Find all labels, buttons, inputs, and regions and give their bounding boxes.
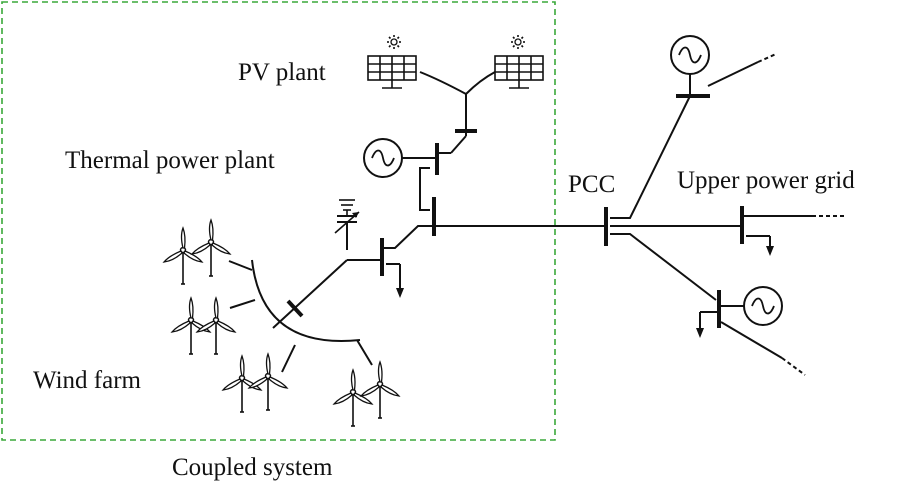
coupled-system-boundary [1, 1, 556, 441]
wind-turbine-icon [360, 361, 400, 419]
thermal-plant-label: Thermal power plant [65, 147, 275, 174]
wind-turbine-icon [163, 227, 203, 285]
capacitor-icon [334, 199, 360, 250]
sun-icon [510, 34, 526, 50]
pcc-label: PCC [568, 171, 615, 198]
solar-panel-icon [367, 55, 417, 89]
wind-turbine-icon [191, 219, 231, 277]
load-arrow-icon [696, 328, 704, 338]
solar-panel-icon [494, 55, 544, 89]
pv-plant [367, 34, 544, 154]
wind-farm-label: Wind farm [33, 367, 142, 394]
generator-icon [363, 138, 403, 178]
wind-turbine-icon [333, 369, 373, 427]
load-arrow-icon [766, 246, 774, 256]
coupled-system-label: Coupled system [172, 454, 333, 481]
wind-turbine-icon [248, 353, 288, 411]
load-arrow-icon [396, 288, 404, 298]
wind-collector-arc [251, 259, 361, 342]
upper-grid-label: Upper power grid [677, 167, 855, 194]
pv-plant-label: PV plant [238, 59, 326, 86]
sun-icon [386, 34, 402, 50]
generator-icon [670, 35, 710, 75]
generator-icon [743, 286, 783, 326]
